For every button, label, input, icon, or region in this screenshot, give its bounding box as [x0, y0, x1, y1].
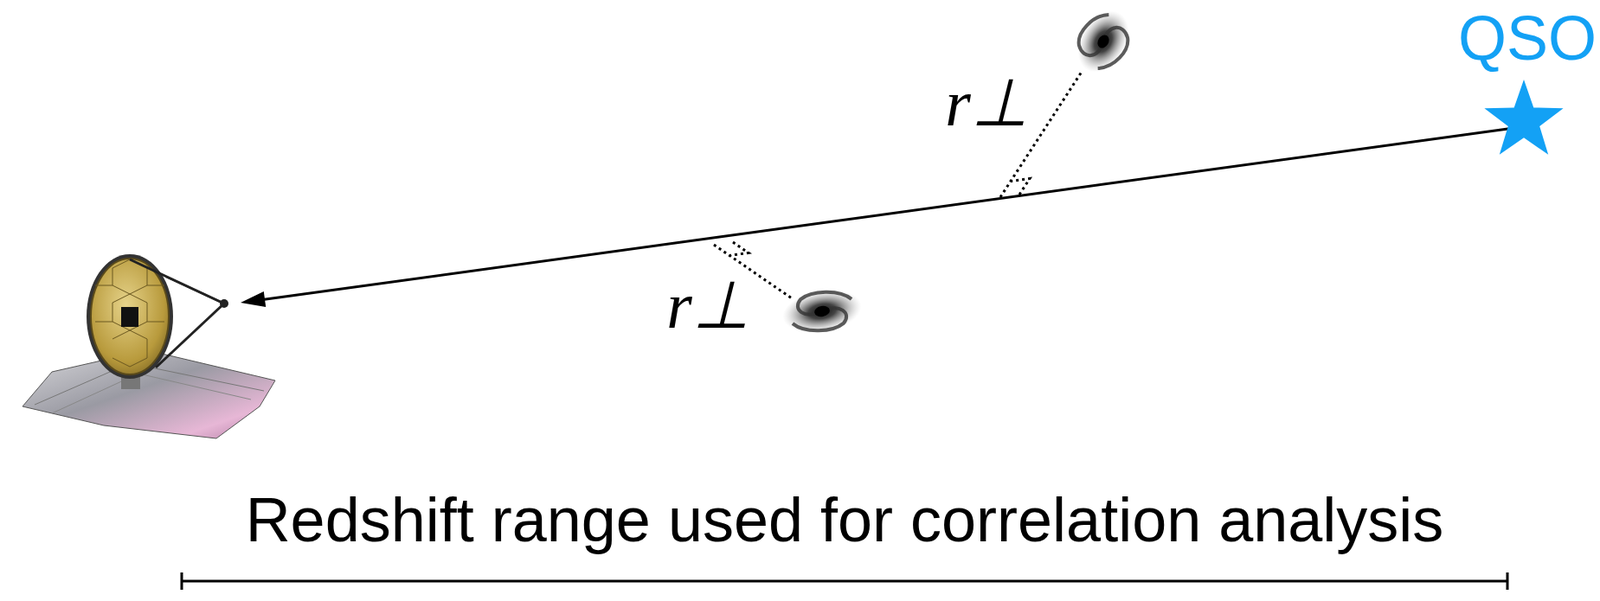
- qso-star: [1484, 79, 1563, 155]
- qso-label: QSO: [1458, 2, 1597, 74]
- arrowhead: [240, 291, 266, 308]
- range-bracket: [181, 572, 1508, 591]
- galaxy: [1066, 1, 1141, 83]
- distance-label: r⊥: [944, 64, 1029, 142]
- sight-line: [259, 127, 1521, 301]
- galaxy: [779, 283, 866, 339]
- axis-caption: Redshift range used for correlation anal…: [245, 484, 1445, 556]
- telescope: [22, 254, 276, 439]
- distance-label: r⊥: [666, 266, 750, 344]
